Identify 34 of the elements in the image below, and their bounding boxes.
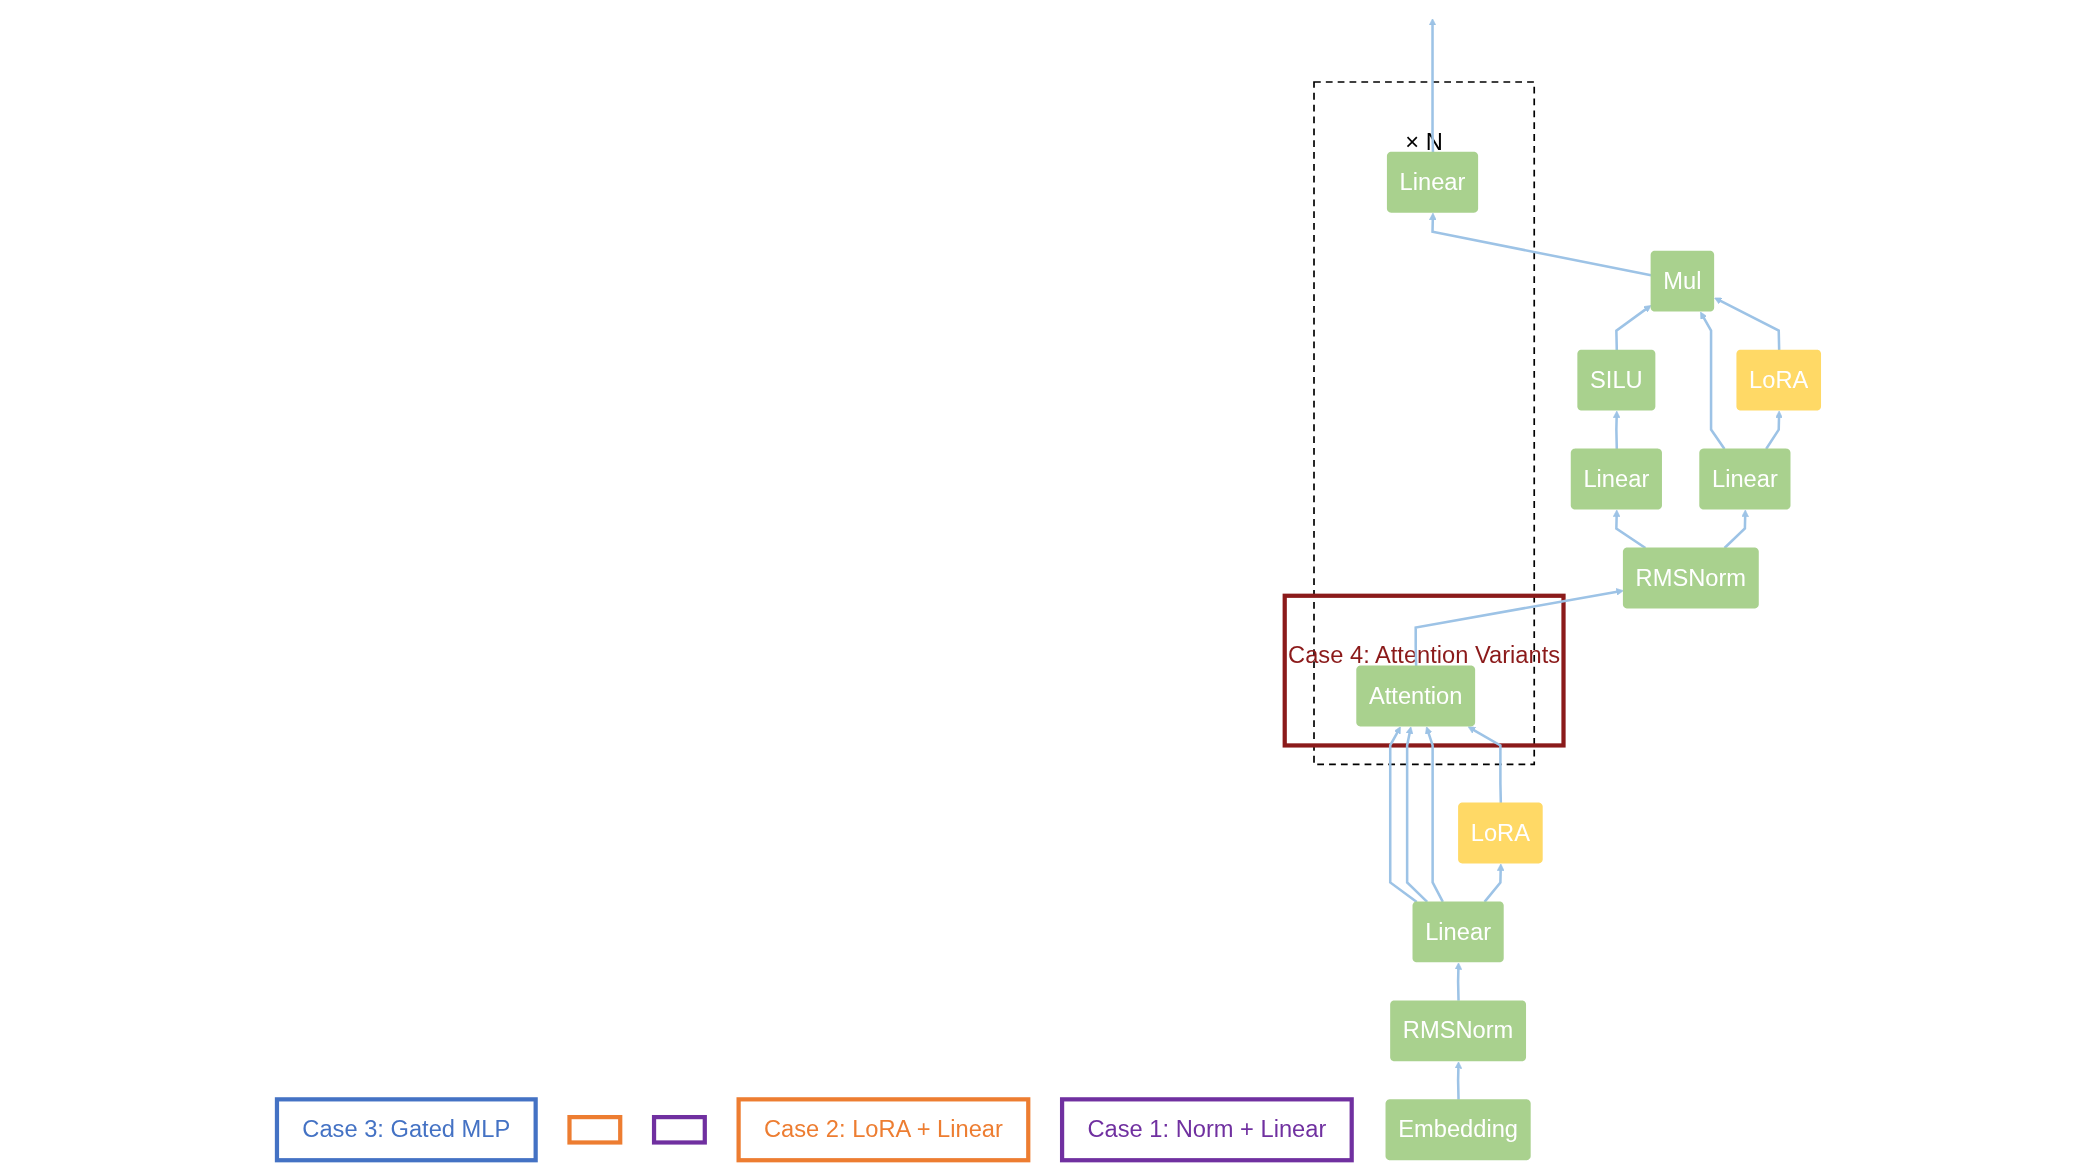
node-box: Case 3: Gated MLP [274, 1097, 538, 1163]
node-box: RMSNorm [1390, 1000, 1527, 1062]
arrow [1723, 509, 1749, 549]
node-box: Linear [1412, 901, 1504, 963]
node-box: Case 2: LoRA + Linear [736, 1097, 1031, 1163]
arrow [1405, 726, 1429, 903]
arrow [1429, 212, 1652, 277]
arrow [1612, 410, 1621, 450]
node-box: Linear [1699, 448, 1791, 510]
node-box: Linear [1570, 448, 1662, 510]
arrow [1454, 962, 1463, 1001]
arrow [1700, 311, 1726, 450]
arrow [1454, 1061, 1463, 1100]
node-box: Mul [1650, 250, 1715, 312]
arrow [1425, 726, 1444, 903]
arrow [1428, 18, 1437, 153]
node-box: Embedding [1385, 1099, 1531, 1161]
arrow [1483, 863, 1505, 903]
arrow [1615, 305, 1652, 351]
node-box: Linear [1386, 151, 1479, 213]
arrow [1414, 588, 1624, 666]
arrow [1467, 726, 1503, 803]
node-box: Case 1: Norm + Linear [1059, 1097, 1354, 1163]
arrow [1612, 509, 1647, 550]
node-box: Attention [1356, 665, 1476, 727]
node-box: SILU [1577, 349, 1656, 411]
node-box: LoRA [1736, 349, 1822, 411]
node-box: RMSNorm [1622, 547, 1759, 609]
node-box [651, 1115, 707, 1145]
node-box: LoRA [1458, 802, 1543, 864]
arrow [1388, 726, 1418, 903]
arrow [1714, 297, 1781, 351]
node-box [567, 1115, 623, 1145]
arrow [1765, 410, 1783, 450]
